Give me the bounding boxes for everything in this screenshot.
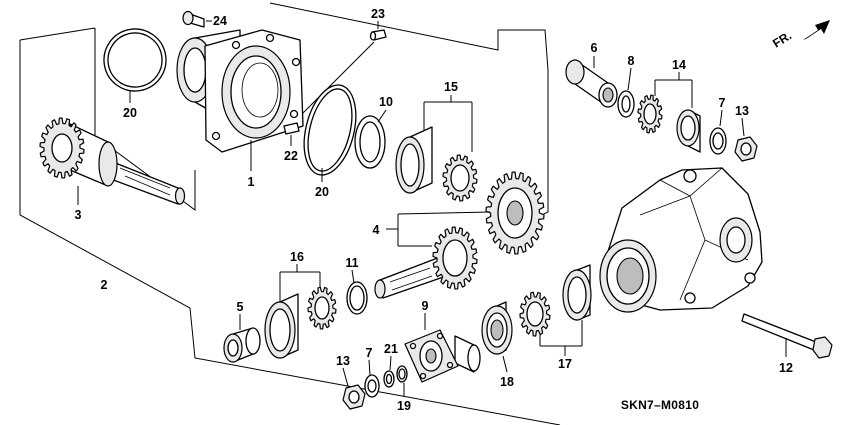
companion-flange-part-9 bbox=[404, 313, 481, 383]
front-direction-indicator: FR. bbox=[770, 20, 830, 51]
front-label: FR. bbox=[770, 28, 794, 50]
callout-labels: 24 23 20 20 1 22 3 2 10 15 6 8 14 7 13 4… bbox=[75, 7, 793, 413]
front-arrow-icon bbox=[803, 20, 830, 40]
callout-21: 21 bbox=[384, 342, 398, 356]
callout-16: 16 bbox=[290, 250, 304, 264]
callout-7-upper: 7 bbox=[719, 96, 726, 110]
callout-7-lower: 7 bbox=[366, 346, 373, 360]
callout-4: 4 bbox=[373, 223, 380, 237]
washer-part-7-lower bbox=[364, 359, 380, 398]
callout-2: 2 bbox=[101, 278, 108, 292]
dowel-pin-part-22 bbox=[283, 122, 300, 146]
callout-11: 11 bbox=[345, 256, 358, 270]
callout-15: 15 bbox=[444, 80, 458, 94]
oil-seal-part-18 bbox=[481, 301, 513, 373]
callout-13-lower: 13 bbox=[336, 354, 350, 368]
callout-20-upper: 20 bbox=[123, 106, 137, 120]
washer-part-8 bbox=[617, 67, 635, 118]
bolt-part-24 bbox=[182, 10, 212, 28]
callout-22: 22 bbox=[284, 149, 298, 163]
callout-6: 6 bbox=[591, 41, 598, 55]
bearing-set-part-14 bbox=[637, 72, 701, 153]
shim-ring-part-10 bbox=[354, 109, 387, 169]
sleeve-part-6 bbox=[565, 56, 618, 108]
diagram-code: SKN7–M0810 bbox=[621, 398, 699, 412]
callout-23: 23 bbox=[371, 7, 385, 21]
gear-set-part-4 bbox=[374, 171, 545, 299]
callout-8: 8 bbox=[628, 54, 635, 68]
transfer-housing-part-1 bbox=[176, 29, 304, 171]
callout-19: 19 bbox=[397, 399, 411, 413]
callout-14: 14 bbox=[672, 58, 686, 72]
flange-bolt-part-12 bbox=[741, 313, 833, 359]
callout-13-upper: 13 bbox=[735, 104, 749, 118]
callout-18: 18 bbox=[500, 375, 514, 389]
callout-3: 3 bbox=[75, 208, 82, 222]
callout-20-lower: 20 bbox=[315, 185, 329, 199]
bearing-set-part-16 bbox=[264, 264, 337, 359]
shaft-gear-part-3 bbox=[39, 117, 186, 205]
o-ring-part-19 bbox=[396, 365, 408, 396]
assembly-outline bbox=[19, 2, 561, 425]
callout-1: 1 bbox=[248, 175, 255, 189]
bearing-set-part-17 bbox=[519, 264, 592, 356]
collar-part-5 bbox=[223, 314, 261, 363]
callout-24: 24 bbox=[213, 14, 227, 28]
washer-part-7-upper bbox=[709, 109, 727, 155]
snap-ring-part-11 bbox=[346, 269, 368, 315]
callout-17: 17 bbox=[558, 357, 572, 371]
o-ring-part-20-upper bbox=[103, 28, 167, 103]
o-ring-part-20-lower bbox=[303, 84, 357, 182]
nut-part-13-upper bbox=[734, 117, 758, 162]
callout-10: 10 bbox=[379, 95, 393, 109]
transfer-case-housing bbox=[599, 167, 763, 313]
bearing-set-part-15 bbox=[395, 95, 478, 202]
dowel-pin-part-23 bbox=[299, 21, 387, 117]
nut-part-13-lower bbox=[342, 367, 366, 410]
callout-9: 9 bbox=[422, 299, 429, 313]
callout-12: 12 bbox=[779, 361, 793, 375]
callout-5: 5 bbox=[237, 300, 244, 314]
washer-part-21 bbox=[383, 355, 395, 388]
